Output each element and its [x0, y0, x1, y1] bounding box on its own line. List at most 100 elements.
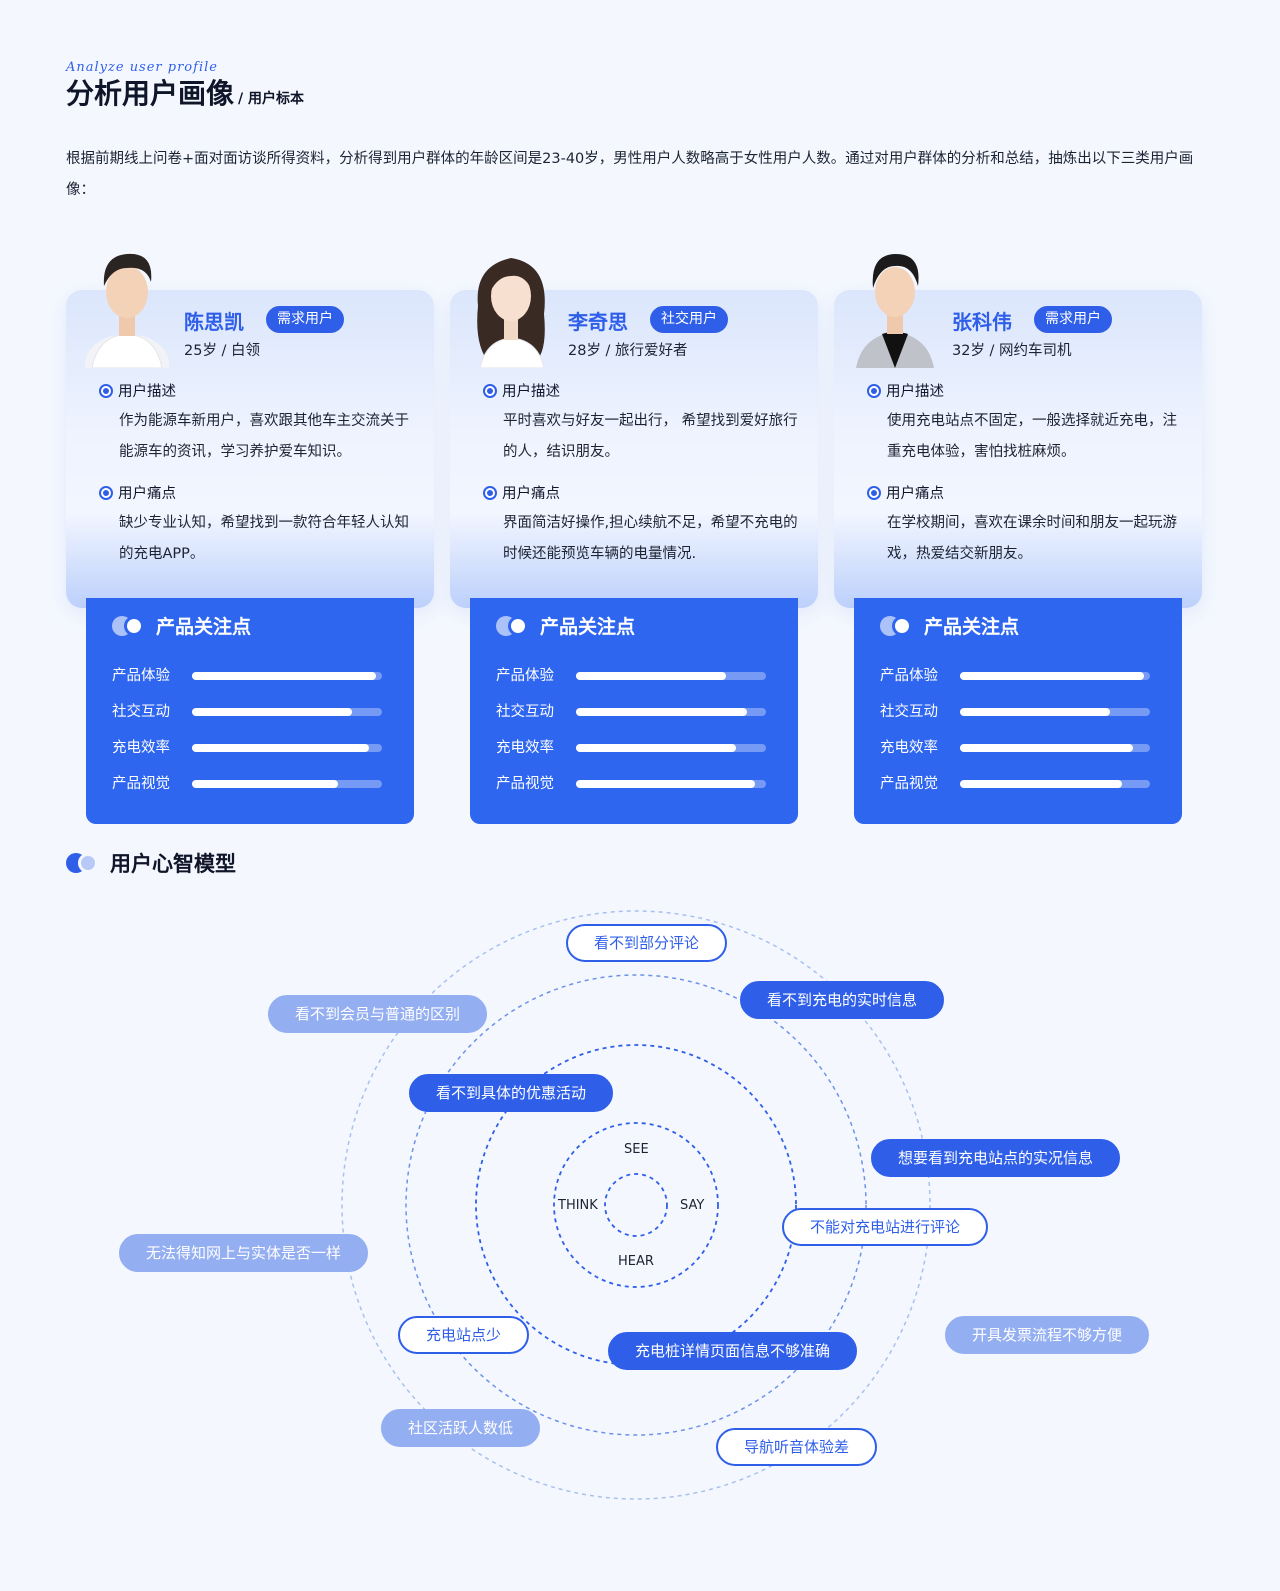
insight-pill: 充电桩详情页面信息不够准确 [608, 1332, 858, 1370]
focus-title-text: 产品关注点 [924, 616, 1020, 638]
pain-text: 在学校期间，喜欢在课余时间和朋友一起玩游戏，热爱结交新朋友。 [887, 515, 1177, 562]
focus-bar-track [960, 708, 1150, 716]
bullet-dot-icon [99, 383, 113, 398]
title-row: 分析用户画像/ 用户标本 [66, 72, 304, 112]
focus-panel: 产品关注点 产品体验 社交互动 充电效率 [86, 598, 414, 824]
pain-heading-text: 用户痛点 [886, 486, 944, 502]
focus-panel: 产品关注点 产品体验 社交互动 充电效率 [854, 598, 1182, 824]
desc-heading: 用户描述 [99, 380, 176, 401]
insight-pill: 社区活跃人数低 [381, 1409, 541, 1447]
pain-heading: 用户痛点 [99, 482, 176, 503]
focus-bar-fill [576, 780, 755, 788]
desc-heading: 用户描述 [483, 380, 560, 401]
focus-bar-label: 产品视觉 [496, 776, 554, 792]
mental-model-title: 用户心智模型 [66, 848, 236, 878]
ring-3 [405, 974, 867, 1436]
focus-bar-fill [960, 780, 1122, 788]
page-subtitle: / 用户标本 [238, 91, 305, 107]
label-hear: HEAR [618, 1254, 654, 1269]
desc-heading-text: 用户描述 [886, 384, 944, 400]
persona-avatar [84, 236, 170, 394]
persona-name: 张科伟 [952, 310, 1012, 334]
persona-avatar [852, 236, 938, 368]
focus-bar-fill [576, 744, 736, 752]
focus-panel: 产品关注点 产品体验 社交互动 充电效率 [470, 598, 798, 824]
intro-paragraph: 根据前期线上问卷+面对面访谈所得资料，分析得到用户群体的年龄区间是23-40岁，… [66, 151, 1194, 198]
persona-name: 李奇思 [568, 310, 628, 334]
persona-avatar [468, 236, 554, 369]
insight-pill: 充电站点少 [398, 1316, 530, 1354]
persona-tag: 社交用户 [650, 306, 728, 333]
focus-bar-label: 充电效率 [496, 740, 554, 756]
pain-text: 缺少专业认知，希望找到一款符合年轻人认知的充电APP。 [119, 515, 409, 562]
insight-pill: 看不到具体的优惠活动 [409, 1074, 614, 1112]
concentric-rings [341, 910, 931, 1500]
persona-card: 陈思凯 需求用户 25岁 / 白领 用户描述 作为能源车新用户，喜欢跟其他车主交… [66, 236, 434, 828]
focus-bar-row: 社交互动 [496, 700, 776, 720]
pain-heading-text: 用户痛点 [502, 486, 560, 502]
persona-card: 李奇思 社交用户 28岁 / 旅行爱好者 用户描述 平时喜欢与好友一起出行， 希… [450, 236, 818, 828]
ring-1 [553, 1122, 719, 1288]
bullet-dot-icon [867, 383, 881, 398]
pain-heading-text: 用户痛点 [118, 486, 176, 502]
focus-bar-label: 产品视觉 [880, 776, 938, 792]
focus-bar-track [576, 780, 766, 788]
mental-model-title-text: 用户心智模型 [110, 852, 236, 876]
bullet-dot-icon [483, 383, 497, 398]
persona-card: 张科伟 需求用户 32岁 / 网约车司机 用户描述 使用充电站点不固定，一般选择… [834, 236, 1202, 828]
toggle-icon [496, 615, 530, 636]
ring-outer [341, 910, 931, 1500]
insight-pill: 开具发票流程不够方便 [945, 1316, 1150, 1354]
focus-bar-row: 产品体验 [880, 664, 1160, 684]
bullet-dot-icon [867, 485, 881, 500]
focus-title: 产品关注点 [112, 612, 251, 639]
focus-bar-row: 产品视觉 [496, 772, 776, 792]
focus-bar-fill [960, 708, 1110, 716]
focus-bar-track [576, 744, 766, 752]
focus-bar-label: 产品视觉 [112, 776, 170, 792]
focus-bar-track [192, 708, 382, 716]
label-think: THINK [558, 1198, 598, 1213]
focus-bar-fill [192, 780, 338, 788]
toggle-icon [880, 615, 914, 636]
desc-text: 平时喜欢与好友一起出行， 希望找到爱好旅行的人，结识朋友。 [503, 413, 798, 460]
toggle-dots-icon [66, 853, 100, 873]
focus-bar-fill [960, 672, 1144, 680]
focus-bar-row: 充电效率 [496, 736, 776, 756]
focus-title-text: 产品关注点 [156, 616, 252, 638]
bullet-dot-icon [99, 485, 113, 500]
focus-bar-row: 产品视觉 [880, 772, 1160, 792]
desc-text: 作为能源车新用户，喜欢跟其他车主交流关于能源车的资讯，学习养护爱车知识。 [119, 413, 409, 460]
pain-heading: 用户痛点 [483, 482, 560, 503]
desc-text: 使用充电站点不固定，一般选择就近充电，注重充电体验，害怕找桩麻烦。 [887, 413, 1177, 460]
page-title: 分析用户画像 [66, 77, 235, 110]
focus-bar-label: 产品体验 [496, 668, 554, 684]
focus-bar-row: 产品视觉 [112, 772, 392, 792]
focus-bar-track [576, 672, 766, 680]
focus-bar-fill [576, 672, 726, 680]
focus-bar-row: 社交互动 [880, 700, 1160, 720]
focus-bar-track [192, 672, 382, 680]
persona-tag: 需求用户 [1034, 306, 1112, 333]
insight-pill: 看不到部分评论 [566, 924, 728, 962]
focus-bar-fill [960, 744, 1133, 752]
insight-pill: 想要看到充电站点的实况信息 [871, 1139, 1121, 1177]
focus-bar-fill [192, 708, 352, 716]
focus-bar-row: 产品体验 [112, 664, 392, 684]
focus-bar-label: 社交互动 [112, 704, 170, 720]
focus-bar-row: 充电效率 [880, 736, 1160, 756]
focus-bar-label: 充电效率 [880, 740, 938, 756]
focus-bar-track [960, 780, 1150, 788]
desc-heading-text: 用户描述 [502, 384, 560, 400]
mental-model-diagram: SEE THINK SAY HEAR 看不到部分评论看不到充电的实时信息看不到会… [0, 900, 1280, 1520]
focus-title-text: 产品关注点 [540, 616, 636, 638]
persona-meta: 25岁 / 白领 [184, 343, 261, 359]
ring-center [604, 1173, 668, 1237]
persona-name: 陈思凯 [184, 310, 244, 334]
insight-pill: 不能对充电站进行评论 [782, 1208, 989, 1246]
focus-bar-row: 充电效率 [112, 736, 392, 756]
desc-heading: 用户描述 [867, 380, 944, 401]
focus-title: 产品关注点 [880, 612, 1019, 639]
label-see: SEE [624, 1142, 649, 1157]
focus-bar-track [960, 672, 1150, 680]
